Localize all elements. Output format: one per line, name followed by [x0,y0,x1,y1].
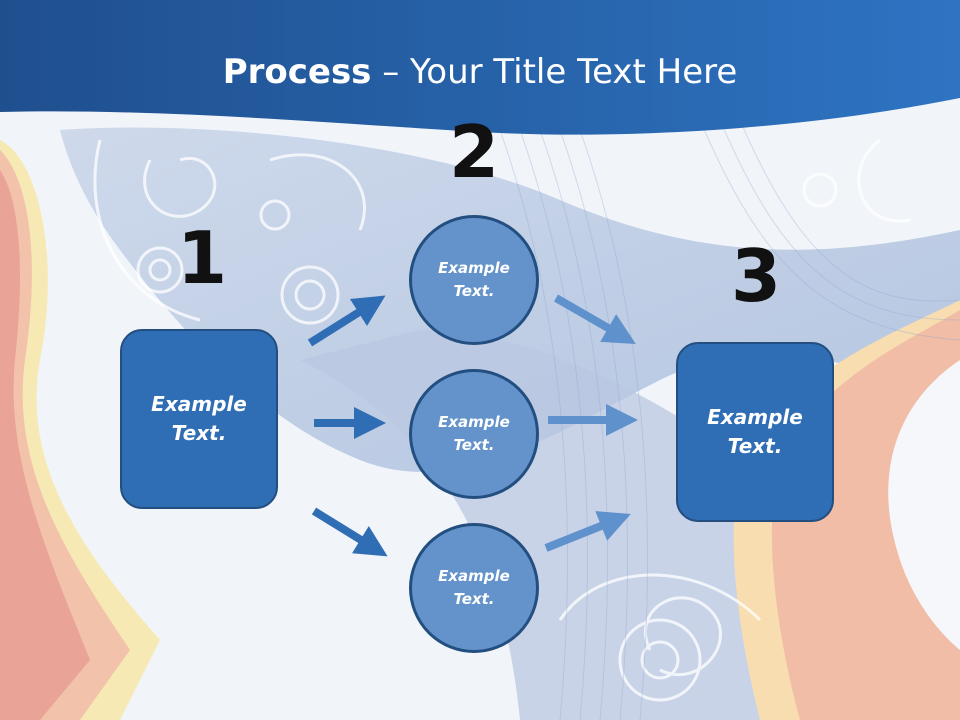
step-number-2: 2 [449,110,500,194]
step-number-1: 1 [177,216,228,300]
arrow-from-circle-bottom [544,511,631,552]
circle-top: Example Text. [409,215,539,345]
arrow-from-circle-top [554,294,636,344]
slide-title: Process – Your Title Text Here [0,52,960,92]
start-box-line1: Example [151,392,247,416]
step-number-3: 3 [731,234,782,318]
circle-top-line2: Text. [453,282,495,300]
start-box-line2: Text. [171,421,227,445]
end-box-line1: Example [707,405,803,429]
circle-bottom-line1: Example [438,567,510,585]
circle-bottom-line2: Text. [453,590,495,608]
circle-top-line1: Example [438,259,510,277]
start-box: Example Text. [120,329,278,509]
circle-middle-line2: Text. [453,436,495,454]
end-box-line2: Text. [727,434,783,458]
circle-bottom: Example Text. [409,523,539,653]
title-bold: Process [222,52,372,92]
arrow-to-circle-top [307,295,386,347]
circle-middle-line1: Example [438,413,510,431]
title-rest: – Your Title Text Here [371,52,738,92]
end-box: Example Text. [676,342,834,522]
arrow-to-circle-bottom [311,507,388,557]
circle-middle: Example Text. [409,369,539,499]
